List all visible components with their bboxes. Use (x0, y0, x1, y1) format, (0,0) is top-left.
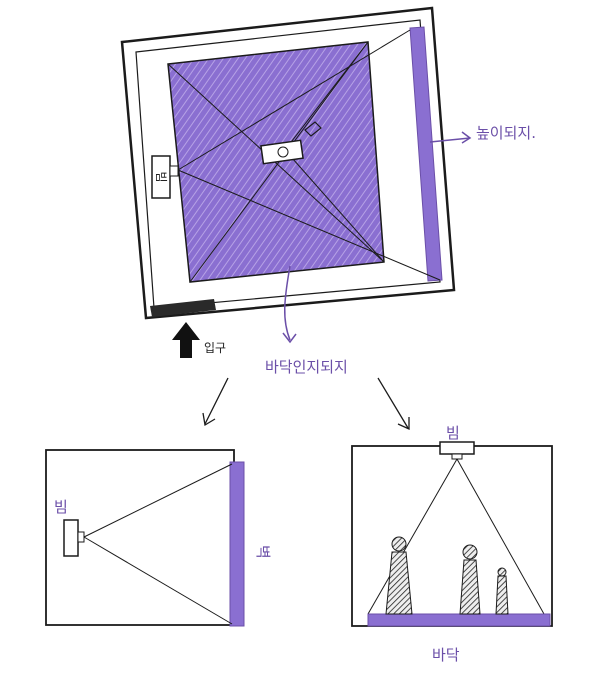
right-panel-projector-lens (451, 453, 463, 460)
projection-lines (167, 29, 441, 283)
room-outer-wall (120, 6, 456, 320)
left-panel-wall-label: 벽 (254, 545, 272, 559)
left-panel-projector (63, 519, 79, 557)
right-panel-room (351, 445, 553, 627)
right-beam-left (367, 458, 458, 615)
small-projector-icon (304, 121, 322, 137)
right-panel-projector (439, 441, 475, 455)
person-figure (459, 544, 481, 615)
wall-projection-diagram: 빔 벽 (45, 449, 272, 627)
down-left-arrow-icon (202, 377, 229, 427)
down-right-arrow-icon (377, 377, 410, 431)
floor-note-arrow (283, 265, 291, 341)
ceiling-projector (260, 139, 304, 165)
right-panel-floor-strip (367, 613, 551, 627)
floor-note-label: 바닥인지되지 (265, 358, 348, 376)
right-panel-floor-label: 바닥 (432, 646, 460, 664)
right-panel-projector-label: 빔 (446, 424, 460, 442)
up-arrow-icon (172, 322, 200, 358)
wall-label: 높이되지. (476, 124, 536, 142)
left-panel-wall-screen (229, 461, 245, 627)
wall-label-arrow (429, 131, 472, 144)
floor-projection-diagram: 빔 바닥 (351, 424, 553, 664)
room-plan: 빔 (120, 6, 456, 320)
left-panel-projector-label: 빔 (54, 498, 68, 516)
person-figure (495, 567, 509, 615)
entrance-label: 입구 (204, 341, 226, 355)
floor-note-arrowhead (282, 332, 297, 344)
left-beam-bottom (83, 536, 233, 625)
entrance-gap (150, 299, 216, 317)
right-beam-right (456, 458, 545, 615)
side-projector-label: 빔 (154, 171, 168, 182)
left-panel-projector-lens (77, 531, 85, 543)
room-inner-wall (135, 19, 441, 309)
left-beam-top (83, 463, 233, 538)
person-figure (385, 536, 413, 615)
side-projector-box (151, 155, 171, 199)
side-projector-lens (169, 165, 179, 177)
ceiling-projector-lens (277, 146, 289, 158)
wall-projection-strip (409, 26, 443, 282)
